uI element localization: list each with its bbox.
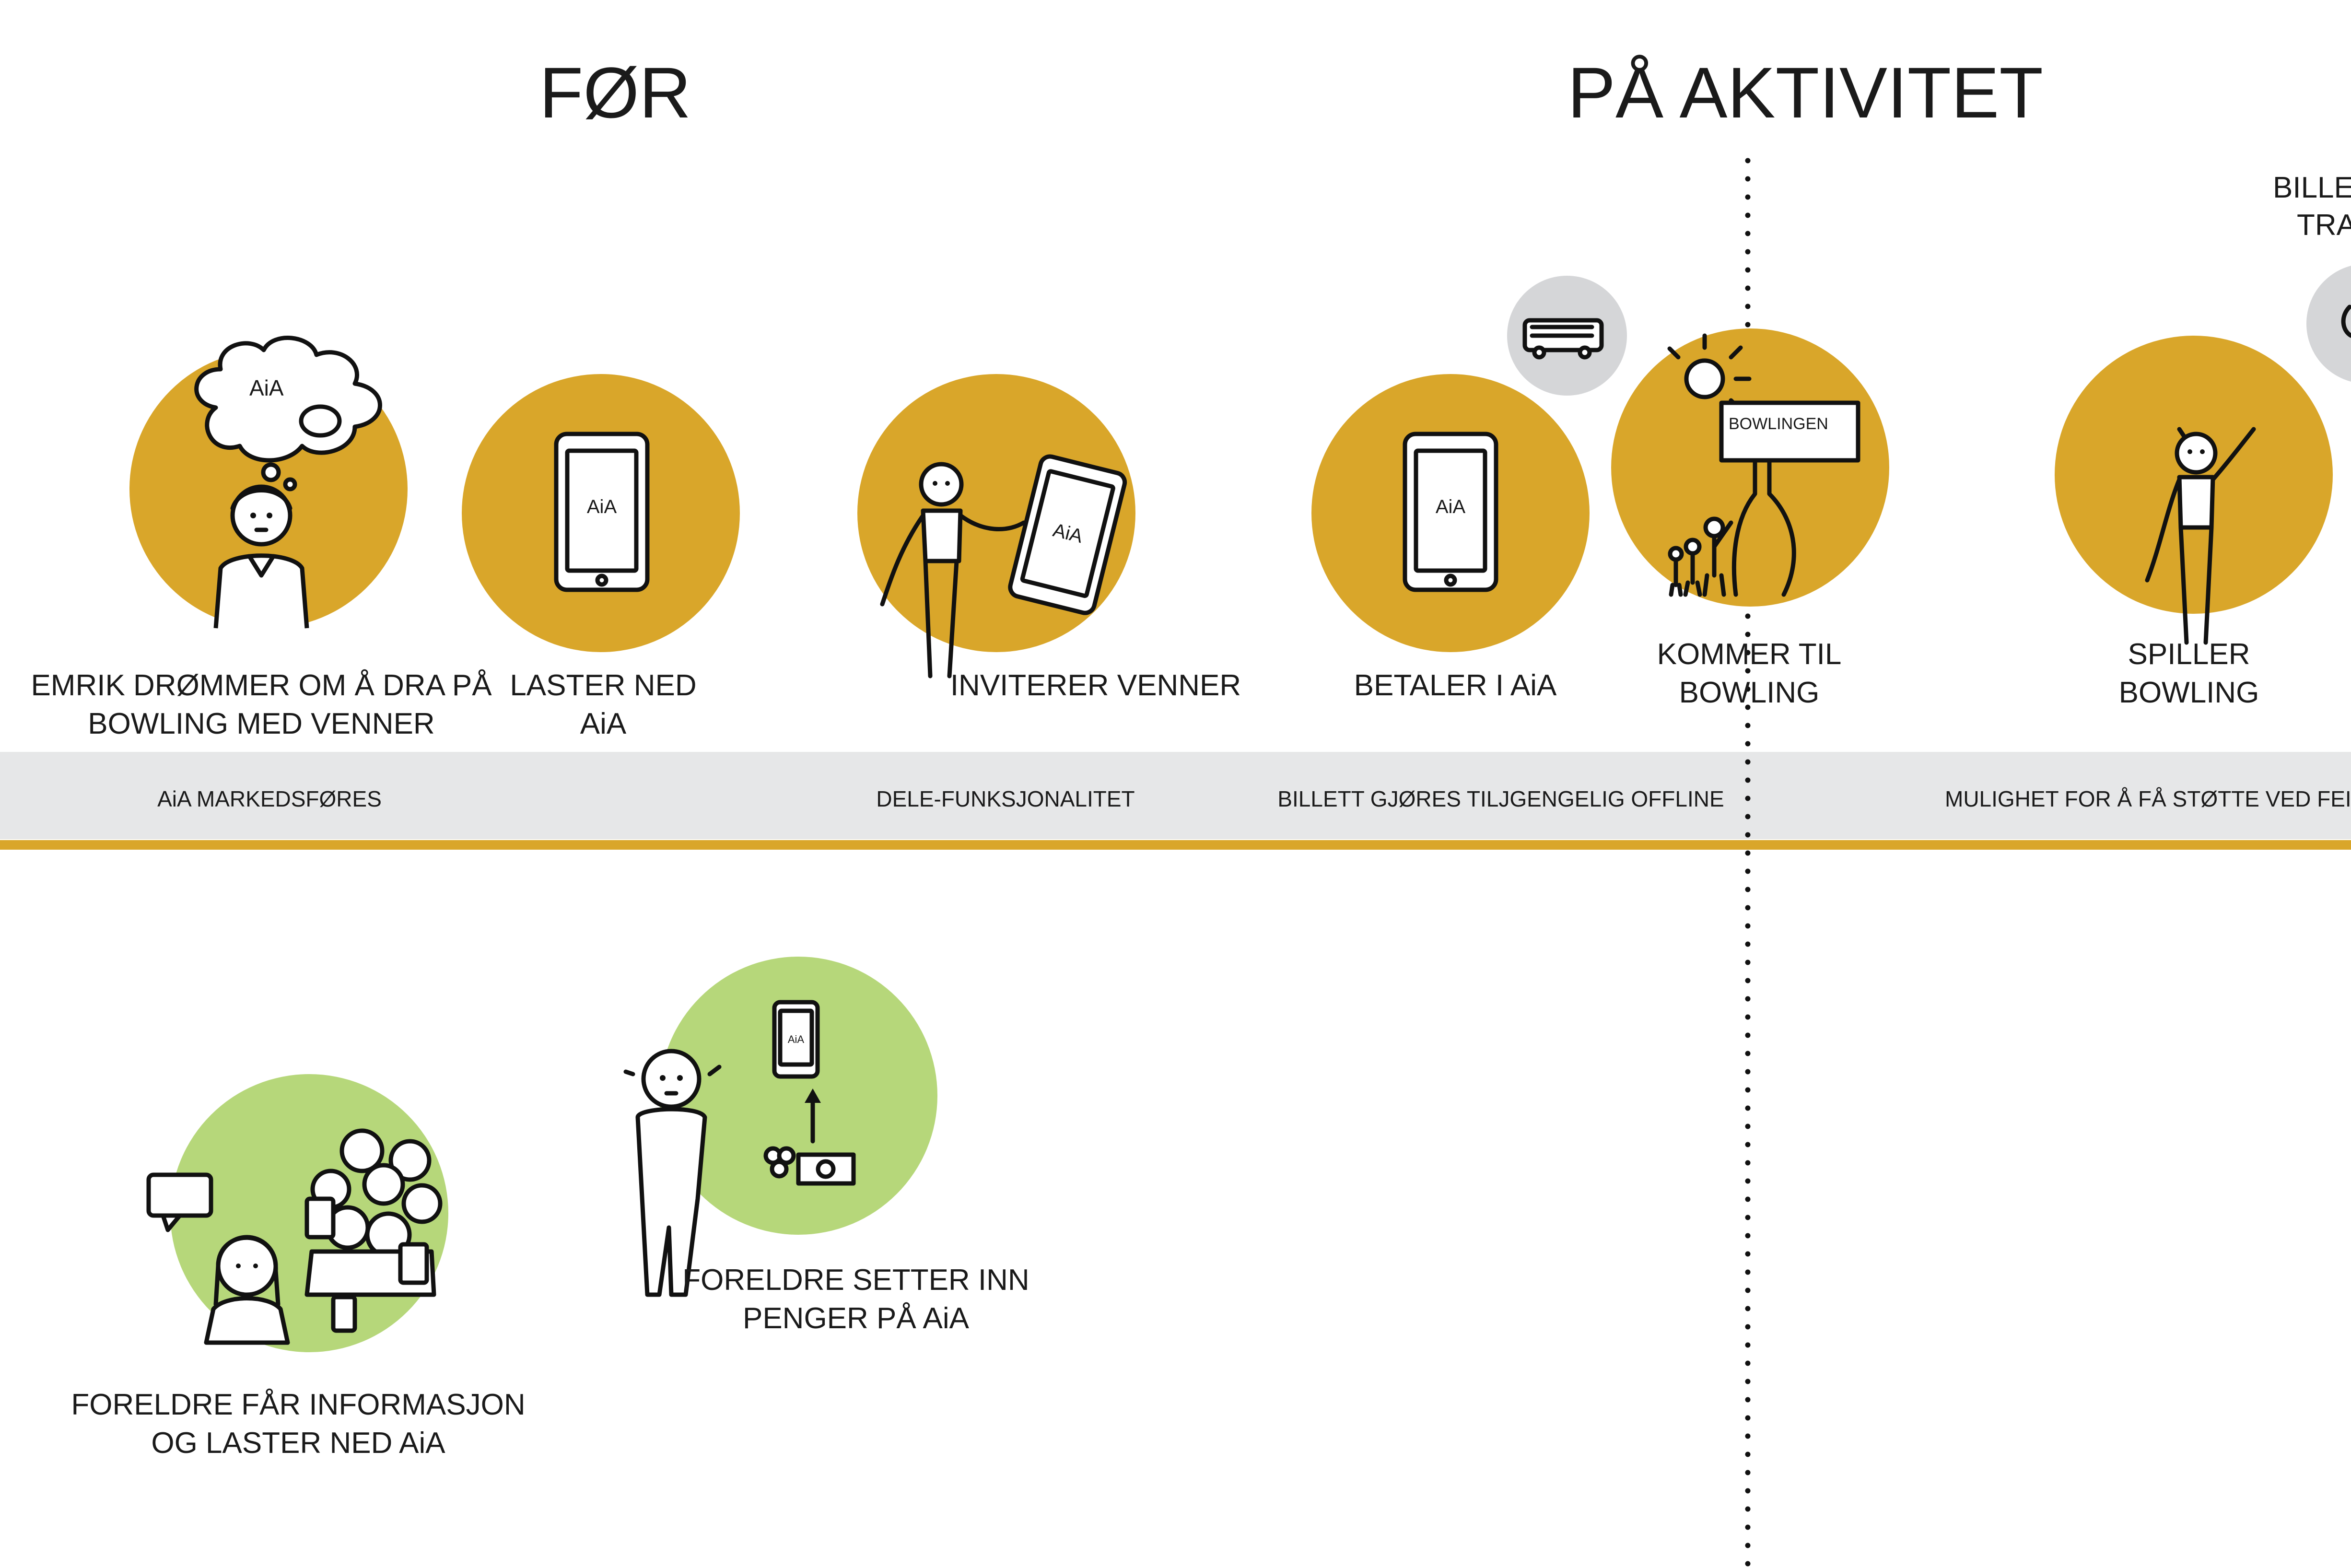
step-pay: AiA (1311, 276, 1627, 652)
tablet-icon: AiA (1403, 432, 1498, 592)
parent-figure (623, 1049, 722, 1297)
parent-caption-deposit-1: FORELDRE SETTER INN (682, 1264, 1029, 1297)
cut-off-label-line-1: BILLET (2273, 171, 2351, 204)
step-circle (1611, 328, 1889, 607)
band-label-support: MULIGHET FOR Å FÅ STØTTE VED FEIL I TJ (1945, 786, 2351, 811)
step-invite: AiA (857, 374, 1135, 679)
parent-caption-deposit-2: PENGER PÅ AiA (743, 1302, 970, 1335)
band-label-offline-ticket: BILLETT GJØRES TILJGENGELIG OFFLINE (1277, 786, 1724, 811)
step-caption-pay: BETALER I AiA (1354, 669, 1557, 702)
person-figure (880, 462, 1026, 679)
step-dreaming: AiA (129, 336, 408, 629)
phase-before-heading: FØR (539, 52, 691, 133)
step-caption-download-2: AiA (580, 707, 627, 740)
speech-bubble-tail (161, 1213, 182, 1232)
bus-icon (1522, 318, 1604, 360)
boy-figure (213, 484, 309, 629)
person-figure (2145, 427, 2256, 645)
bowling-sign: BOWLINGEN (1719, 400, 1860, 597)
coins-icon (763, 1146, 856, 1186)
step-caption-download-1: LASTER NED (510, 669, 696, 702)
timeline-line (0, 840, 2351, 850)
tablet-app-mark: AiA (587, 496, 617, 517)
crowd-figures (304, 1128, 443, 1333)
step-caption-play-1: SPILLER (2128, 638, 2250, 671)
cut-off-badge (2306, 266, 2351, 382)
step-caption-play-2: BOWLING (2119, 676, 2259, 709)
arrow-up-icon (805, 1088, 821, 1144)
step-download: AiA (462, 374, 740, 652)
step-caption-dreaming-1: EMRIK DRØMMER OM Å DRA PÅ (31, 669, 492, 702)
step-caption-arrive-2: BOWLING (1679, 676, 1820, 709)
cut-off-label-line-2: TRA (2297, 209, 2351, 242)
tablet-icon: AiA (772, 1000, 820, 1079)
tablet-icon: AiA (1008, 454, 1127, 615)
step-caption-dreaming-2: BOWLING MED VENNER (88, 707, 434, 740)
band-label-marketing: AiA MARKEDSFØRES (157, 786, 382, 811)
speech-bubble-icon (146, 1172, 213, 1218)
tablet-app-mark: AiA (788, 1033, 805, 1045)
sun-icon (1667, 333, 1752, 412)
parent-caption-information-1: FORELDRE FÅR INFORMASJON (71, 1388, 525, 1421)
step-caption-arrive-1: KOMMER TIL (1657, 638, 1842, 671)
step-circle (2055, 336, 2333, 614)
tablet-icon: AiA (554, 432, 650, 592)
info-band (0, 752, 2351, 839)
parent-step-information (146, 1074, 448, 1352)
step-play (2055, 266, 2351, 645)
band-label-sharing: DELE-FUNKSJONALITET (876, 786, 1135, 811)
sign-text: BOWLINGEN (1729, 415, 1828, 433)
parent-step-deposit: AiA (623, 957, 937, 1297)
parent-step-circle (659, 957, 937, 1235)
thought-cloud-icon: AiA (194, 336, 382, 491)
parent-caption-information-2: OG LASTER NED AiA (151, 1427, 445, 1460)
phase-during-heading: PÅ AKTIVITET (1567, 52, 2043, 133)
tablet-app-mark: AiA (1436, 496, 1466, 517)
parent-figure (204, 1235, 290, 1345)
step-caption-invite: INVITERER VENNER (950, 669, 1241, 702)
cut-off-icon (2341, 304, 2351, 338)
step-arrive: BOWLINGEN (1611, 328, 1889, 607)
thought-app-mark: AiA (249, 375, 284, 400)
family-figures (1668, 516, 1733, 597)
